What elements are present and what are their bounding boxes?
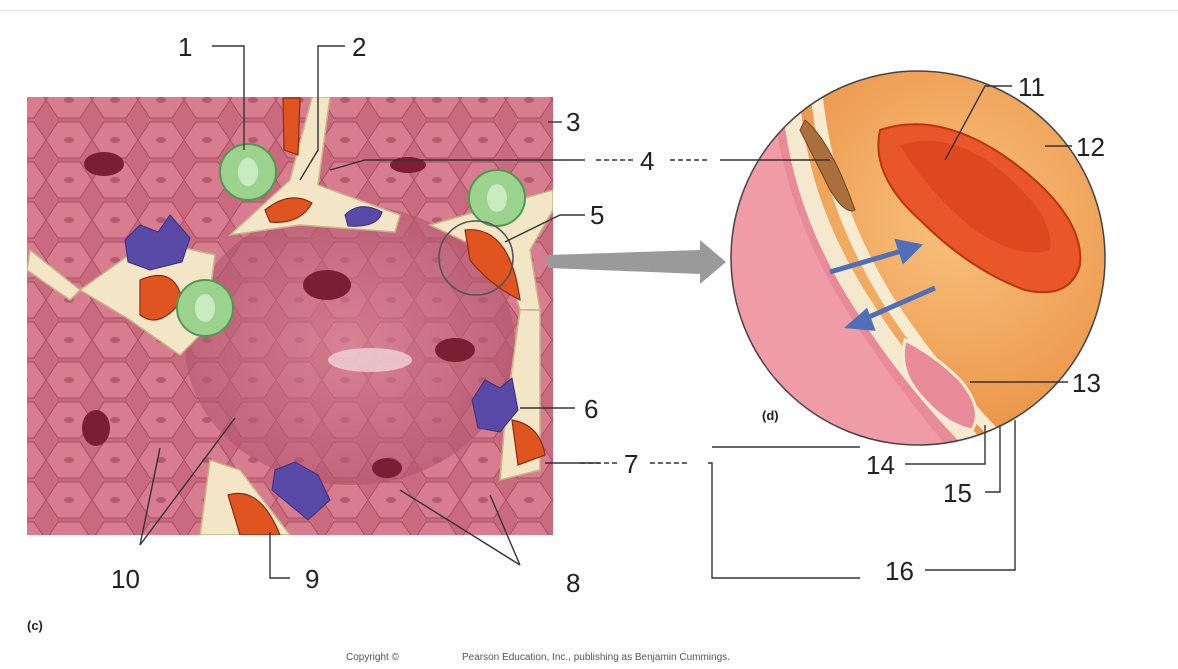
label-5: 5 [590,200,604,230]
label-15: 15 [943,478,972,508]
label-6: 6 [584,394,598,424]
panel-label-d: (d) [762,408,779,423]
label-16: 16 [885,556,914,586]
publisher-text: Pearson Education, Inc., publishing as B… [462,652,730,663]
copyright-text: Copyright © [346,652,400,663]
label-12: 12 [1076,132,1105,162]
label-2: 2 [352,32,366,62]
label-3: 3 [566,107,580,137]
label-8: 8 [566,568,580,598]
panel-c-illustration [27,97,553,535]
label-1: 1 [178,32,192,62]
label-13: 13 [1072,368,1101,398]
label-4: 4 [640,146,654,176]
label-11: 11 [1018,72,1045,102]
label-14: 14 [866,450,895,480]
panel-d-illustration [730,70,1110,450]
label-9: 9 [305,564,319,594]
label-7: 7 [624,449,638,479]
zoom-arrow [548,240,726,284]
panel-label-c: (c) [27,618,43,633]
label-10: 10 [111,564,140,594]
